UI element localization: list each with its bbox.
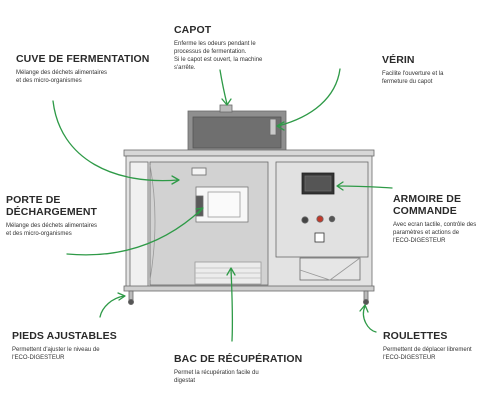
armoire-title: ARMOIRE DE COMMANDE — [393, 193, 462, 217]
pieds-description: Permettent d'ajuster le niveau de l'ECO-… — [12, 347, 100, 361]
armoire-arrow — [337, 185, 393, 189]
cuve-title: CUVE DE FERMENTATION — [16, 53, 150, 65]
roulettes-arrow — [362, 305, 377, 333]
verin-arrow — [277, 68, 341, 127]
bac-description: Permet la récupération facile du digesta… — [174, 370, 259, 384]
verin-callout: VÉRIN Facilite l'ouverture et la fermetu… — [382, 54, 492, 86]
porte-title: PORTE DE DÉCHARGEMENT — [6, 194, 98, 218]
roulettes-description: Permettent de déplacer librement l'ECO-D… — [383, 347, 472, 361]
armoire-callout: ARMOIRE DE COMMANDE Avec ecran tactile, … — [393, 193, 497, 245]
verin-shape — [269, 118, 277, 136]
capot-arrow — [219, 69, 228, 105]
cuve-callout: CUVE DE FERMENTATION Mélange des déchets… — [16, 53, 156, 85]
porte-description: Mélange des déchets alimentaires et des … — [6, 223, 98, 237]
roulettes-callout: ROULETTES Permettent de déplacer libreme… — [383, 330, 497, 362]
roulettes-title: ROULETTES — [383, 330, 448, 342]
porte-callout: PORTE DE DÉCHARGEMENT Mélange des déchet… — [6, 194, 146, 238]
capot-description: Enferme les odeurs pendant le processus … — [174, 41, 263, 71]
bac-title: BAC DE RÉCUPÉRATION — [174, 353, 303, 365]
verin-title: VÉRIN — [382, 54, 415, 66]
machine — [123, 104, 375, 305]
bac-callout: BAC DE RÉCUPÉRATION Permet la récupérati… — [174, 353, 324, 385]
capot-title: CAPOT — [174, 24, 212, 36]
bac-arrow — [230, 268, 234, 342]
pieds-title: PIEDS AJUSTABLES — [12, 330, 117, 342]
capot-callout: CAPOT Enferme les odeurs pendant le proc… — [174, 24, 304, 72]
armoire-description: Avec ecran tactile, contrôle des paramèt… — [393, 222, 477, 244]
cuve-arrow — [52, 100, 179, 182]
pieds-callout: PIEDS AJUSTABLES Permettent d'ajuster le… — [12, 330, 152, 362]
porte-arrow — [66, 208, 203, 256]
pieds-arrow — [99, 295, 125, 318]
verin-description: Facilite l'ouverture et la fermeture du … — [382, 71, 444, 85]
cuve-description: Mélange des déchets alimentaires et des … — [16, 70, 108, 84]
